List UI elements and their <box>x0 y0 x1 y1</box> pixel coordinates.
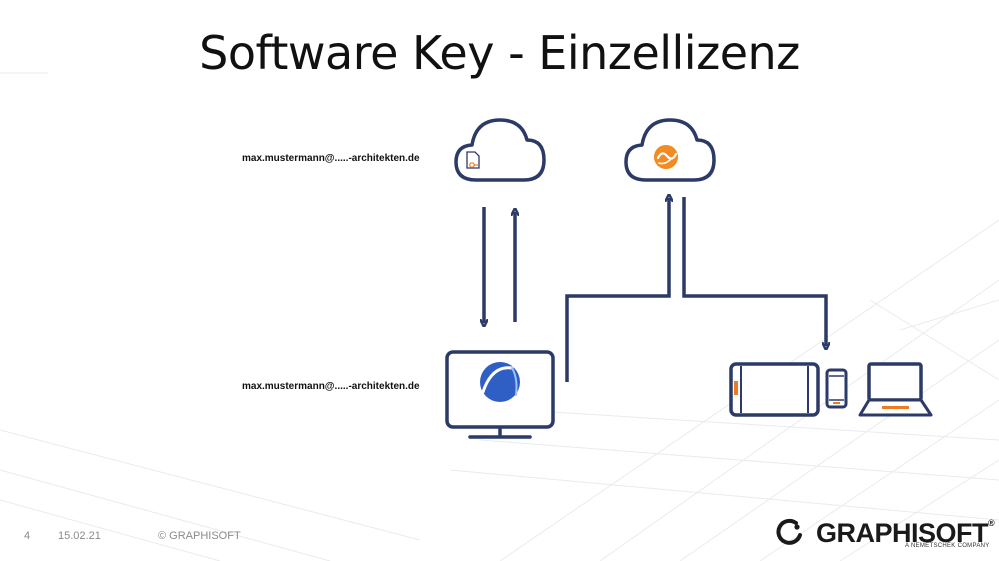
footer-date: 15.02.21 <box>58 530 101 542</box>
arrow-workstation-to-bimcloud <box>565 198 669 382</box>
tablet-icon <box>729 362 820 417</box>
slide-title: Software Key - Einzellizenz <box>199 26 800 80</box>
email-label-workstation: max.mustermann@.....-architekten.de <box>242 381 420 392</box>
page-number: 4 <box>24 530 31 542</box>
email-label-cloud: max.mustermann@.....-architekten.de <box>242 153 420 164</box>
phone-icon <box>825 368 848 409</box>
laptop-icon <box>858 362 933 417</box>
license-cloud-icon <box>454 118 546 182</box>
archicad-logo-icon <box>480 362 520 402</box>
brand-name: GRAPHISOFT® <box>816 518 995 548</box>
bimcloud-icon <box>624 118 716 182</box>
archicad-workstation-icon <box>445 350 555 439</box>
footer-copyright: © GRAPHISOFT <box>158 530 241 542</box>
arrow-bimcloud-to-devices <box>682 197 826 346</box>
graphisoft-logo: GRAPHISOFT® A NEMETSCHEK COMPANY <box>776 514 995 554</box>
brand-tagline: A NEMETSCHEK COMPANY <box>905 543 990 549</box>
graphisoft-mark-icon <box>776 518 802 545</box>
document-key-icon <box>466 151 480 169</box>
